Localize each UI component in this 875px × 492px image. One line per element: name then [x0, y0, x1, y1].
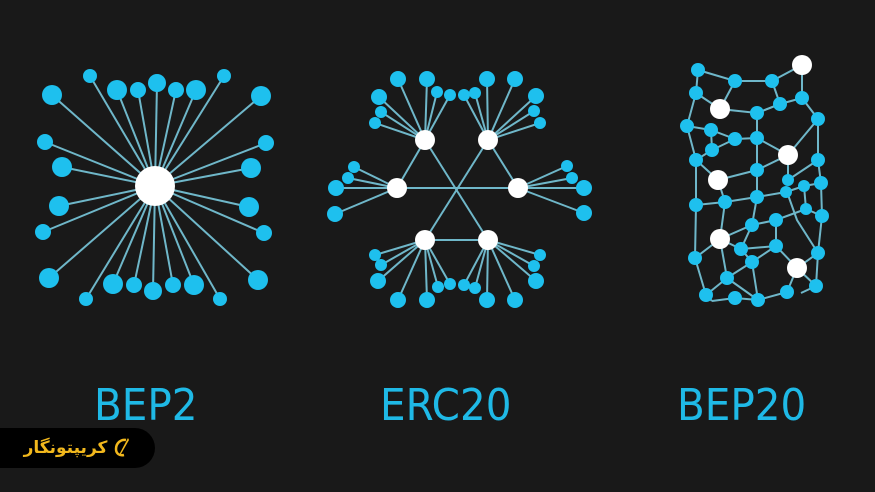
bep2-label: BEP2 — [94, 380, 198, 431]
bep20-mesh-diagram — [680, 55, 829, 307]
bep20-label: BEP20 — [677, 380, 807, 431]
erc20-hub-diagram — [327, 71, 592, 308]
watermark-badge: کریپتونگار — [0, 428, 155, 468]
watermark-text: کریپتونگار — [23, 438, 108, 458]
erc20-label: ERC20 — [380, 380, 512, 431]
pen-logo-icon — [115, 438, 130, 457]
bep2-star-diagram — [35, 69, 274, 306]
